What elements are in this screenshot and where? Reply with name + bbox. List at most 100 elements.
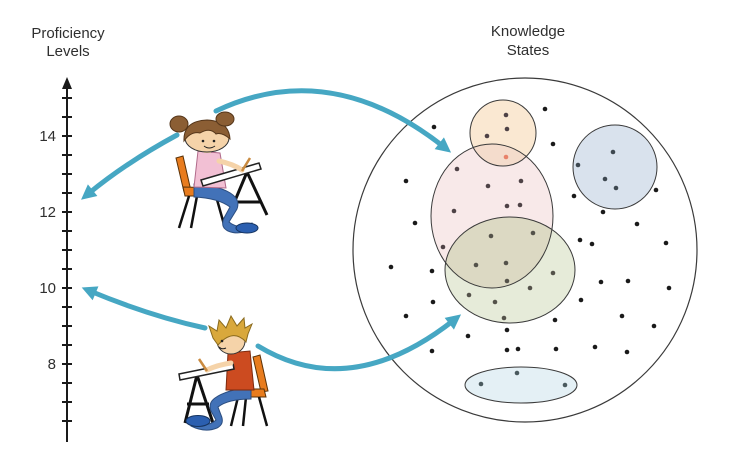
boy-pencil (197, 358, 209, 372)
girl-to-knowledge-state-arrow-shaft (213, 88, 447, 150)
girl-arm (216, 158, 245, 173)
knowledge-point (388, 264, 394, 270)
knowledge-point (552, 317, 558, 323)
knowledge-point (592, 344, 598, 350)
knowledge-point (571, 193, 577, 199)
knowledge-point (465, 333, 471, 339)
knowledge-point (589, 241, 595, 247)
knowledge-point (431, 124, 437, 130)
knowledge-point (484, 133, 490, 139)
girl-eye-right (212, 139, 216, 143)
boy-student-illustration (178, 314, 269, 431)
knowledge-point (577, 237, 583, 243)
knowledge-point (503, 260, 509, 266)
orange-state-outline (469, 99, 537, 167)
knowledge-point (501, 315, 507, 321)
knowledge-point (600, 209, 606, 215)
blue-state-fill (573, 125, 657, 209)
axis-label-14: 14 (39, 128, 56, 145)
boy-shirt (225, 350, 255, 391)
knowledge-point (619, 313, 625, 319)
girl-pigtail-right (215, 111, 235, 127)
proficiency-axis-title-line2: Levels (46, 43, 89, 60)
girl-pigtail-left (169, 115, 189, 133)
knowledge-point (504, 347, 510, 353)
girl-eye-left (201, 139, 205, 143)
knowledge-point (610, 149, 616, 155)
proficiency-axis: 14 12 10 8 (39, 77, 72, 442)
knowledge-point (517, 202, 523, 208)
pink-state-outline (430, 143, 554, 289)
knowledge-point (504, 278, 510, 284)
knowledge-point (412, 220, 418, 226)
boy-arm (204, 360, 234, 373)
axis-label-10: 10 (39, 280, 56, 297)
lightblue-state-fill (465, 367, 577, 403)
boy-shoe (185, 415, 211, 427)
knowledge-point (653, 187, 659, 193)
girl-to-knowledge-state-arrowhead (434, 137, 452, 153)
knowledge-point (527, 285, 533, 291)
knowledge-point (562, 382, 568, 388)
girl-pencil (240, 157, 252, 172)
knowledge-point (430, 299, 436, 305)
knowledge-point (403, 178, 409, 184)
knowledge-point (492, 299, 498, 305)
knowledge-point (473, 262, 479, 268)
knowledge-point (518, 178, 524, 184)
knowledge-point (624, 349, 630, 355)
boy-to-knowledge-state-arrowhead (444, 314, 462, 330)
girl-to-proficiency-level-arrow-shaft (85, 132, 180, 197)
boy-eye (220, 339, 224, 343)
knowledge-point (429, 268, 435, 274)
knowledge-point (663, 240, 669, 246)
knowledge-states-map (352, 77, 698, 423)
green-state-outline (444, 216, 576, 324)
knowledge-point (504, 327, 510, 333)
knowledge-point (651, 323, 657, 329)
knowledge-point (602, 176, 608, 182)
knowledge-point (575, 162, 581, 168)
knowledge-point (550, 270, 556, 276)
knowledge-states-title-line2: States (507, 42, 550, 59)
knowledge-point (403, 313, 409, 319)
boy-smile (218, 346, 227, 350)
knowledge-point (451, 208, 457, 214)
knowledge-point (429, 348, 435, 354)
knowledge-states-title-line1: Knowledge (491, 23, 565, 40)
girl-to-proficiency-level-arrowhead (81, 184, 98, 200)
boy-to-knowledge-state-arrow-shaft (255, 317, 457, 372)
knowledge-point (485, 183, 491, 189)
knowledge-point (598, 279, 604, 285)
axis-label-12: 12 (39, 204, 56, 221)
knowledge-point (613, 185, 619, 191)
blue-state-outline (572, 124, 658, 210)
axis-label-8: 8 (48, 356, 56, 373)
knowledge-point (488, 233, 494, 239)
axis-arrowhead (62, 77, 72, 89)
knowledge-point (504, 203, 510, 209)
boy-chair-back (252, 354, 269, 393)
knowledge-point (550, 141, 556, 147)
knowledge-point (478, 381, 484, 387)
boy-hair (208, 314, 253, 346)
knowledge-point (440, 244, 446, 250)
girl-shoe (235, 222, 259, 234)
knowledge-point (454, 166, 460, 172)
boy-to-proficiency-level-arrow-shaft (87, 288, 208, 331)
knowledge-point (530, 230, 536, 236)
knowledge-point (515, 346, 521, 352)
girl-student-illustration (169, 111, 269, 234)
boy-desk-legs (183, 374, 215, 424)
boy-chair-legs (229, 396, 269, 427)
knowledge-point (466, 292, 472, 298)
lightblue-state-outline (464, 366, 578, 404)
knowledge-point (666, 285, 672, 291)
knowledge-point (542, 106, 548, 112)
green-state-pink-state-overlap (445, 217, 553, 288)
girl-smile (203, 145, 216, 149)
knowledge-point (514, 370, 520, 376)
knowledge-point (504, 126, 510, 132)
